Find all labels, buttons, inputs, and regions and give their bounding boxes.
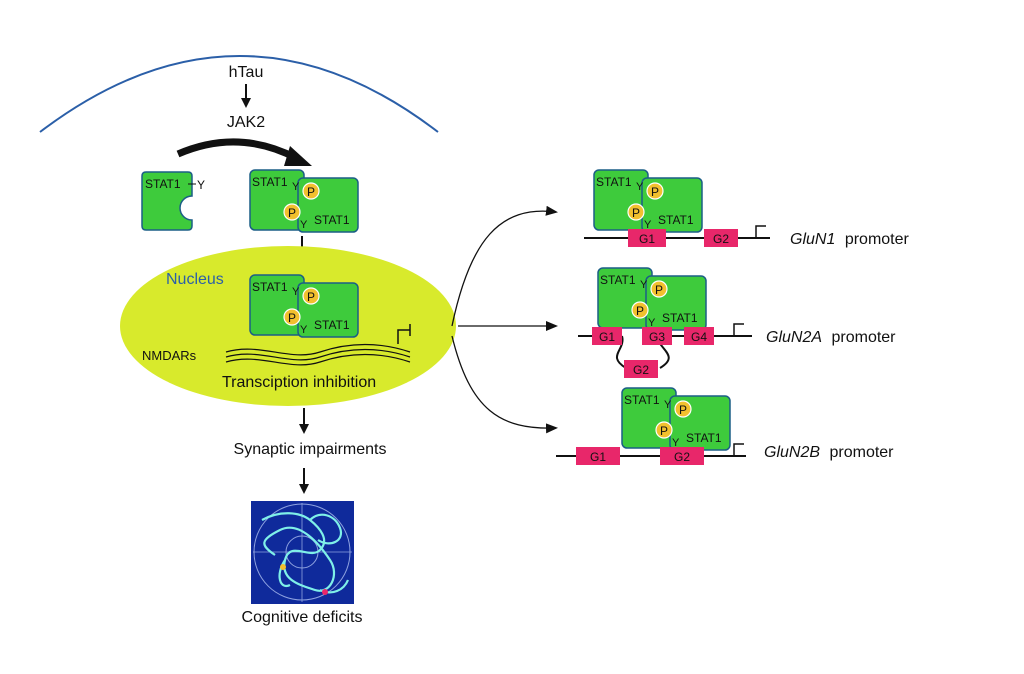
stat1-monomer-shape [141,171,193,231]
stat1-label: STAT1 [145,177,181,191]
swim-path [261,512,350,594]
binding-site-box [642,327,672,345]
stat1-dimer-cytoplasm: STAT1 STAT1 Y Y P P [249,169,359,233]
promoter-word: promoter [829,444,894,461]
tyrosine-label: Y [292,181,300,193]
phospho-circle [627,203,645,221]
stat1-label: STAT1 [314,213,350,227]
dna-strand [225,343,411,356]
promoter-label: GluN1 promoter [790,231,910,248]
platform-marker [280,564,286,570]
htau-label: hTau [229,64,264,81]
dna-strand [225,348,411,361]
phospho-circle [302,182,320,200]
phospho-circle [283,308,301,326]
phospho-label: P [655,283,663,297]
phospho-label: P [288,311,296,325]
binding-site-box [592,327,622,345]
binding-site-label: G1 [639,232,655,246]
nucleus-label: Nucleus [166,271,224,288]
binding-site-label: G3 [649,330,665,344]
phospho-label: P [660,424,668,438]
synaptic-impairments-label: Synaptic impairments [234,441,387,458]
cognitive-deficits-label: Cognitive deficits [242,609,363,626]
tyrosine-label: Y [672,437,680,449]
water-maze-trace-image [251,501,354,604]
cell-membrane [39,55,439,133]
binding-site-box [704,229,738,247]
promoter-gene-name: GluN1 [790,231,835,248]
phospho-circle [283,203,301,221]
phospho-circle [302,287,320,305]
tss-symbol [733,443,744,456]
stat1-monomer: STAT1 Y [141,171,205,231]
tyrosine-label: Y [197,178,205,192]
phospho-circle [650,280,668,298]
phospho-circle [631,301,649,319]
binding-site-box [576,447,620,465]
phospho-label: P [307,185,315,199]
binding-site-box [684,327,714,345]
transcription-block-symbol [397,324,411,344]
stat1-label: STAT1 [314,318,350,332]
arrow-to-gluN2B [451,335,558,434]
stat1-label: STAT1 [658,213,694,227]
promoter-gene-name: GluN2B [764,444,820,461]
promoter-label: GluN2A promoter [766,329,896,346]
phospho-label: P [632,206,640,220]
promoter-word: promoter [845,231,910,248]
phospho-circle [655,421,673,439]
stat1-label: STAT1 [252,175,288,189]
promoter-gene-name: GluN2A [766,329,822,346]
tyrosine-label: Y [292,286,300,298]
phospho-circle [674,400,692,418]
stat1-label: STAT1 [596,175,632,189]
phosphorylation-arrowhead [284,146,312,166]
tyrosine-label: Y [644,219,652,231]
binding-site-label: G1 [599,330,615,344]
stat1-label: STAT1 [686,431,722,445]
phosphorylation-arrow [176,138,298,162]
phospho-circle [646,182,664,200]
tyrosine-label: Y [636,181,644,193]
phospho-label: P [307,290,315,304]
phospho-label: P [288,206,296,220]
jak2-label: JAK2 [227,114,265,131]
stat1-label: STAT1 [600,273,636,287]
gluN2A-promoter: STAT1 STAT1 Y Y P P G1 G2 G3 G4 GluN2A p… [578,267,896,378]
gluN1-promoter: STAT1 STAT1 Y Y P P G1 G2 GluN1 promoter [584,169,910,248]
dna-strand [225,353,411,366]
stat1-label: STAT1 [252,280,288,294]
stat1-dimer-nucleus: STAT1 STAT1 Y Y P P [249,274,359,338]
binding-site-label: G4 [691,330,707,344]
promoter-word: promoter [831,329,896,346]
arrow-to-gluN1 [451,205,558,327]
stat1-label: STAT1 [662,311,698,325]
transcription-inhibition-label: Transciption inhibition [222,374,376,391]
binding-site-label: G1 [590,450,606,464]
gluN2B-promoter: STAT1 STAT1 Y Y P P G1 G2 GluN2B promote… [556,387,894,465]
stat1-label: STAT1 [624,393,660,407]
binding-site-label: G2 [713,232,729,246]
binding-site-box [628,229,666,247]
tyrosine-label: Y [300,324,308,336]
binding-site-label: G2 [674,450,690,464]
binding-site-box [624,360,658,378]
binding-site-label: G2 [633,363,649,377]
start-marker [322,589,328,595]
promoter-label: GluN2B promoter [764,444,894,461]
phospho-label: P [636,304,644,318]
phospho-label: P [679,403,687,417]
tyrosine-label: Y [664,399,672,411]
tyrosine-label: Y [648,317,656,329]
tyrosine-label: Y [640,279,648,291]
tss-symbol [733,323,744,336]
nmdars-label: NMDARs [142,348,197,363]
tyrosine-label: Y [300,219,308,231]
phospho-label: P [651,185,659,199]
binding-site-box [660,447,704,465]
tss-symbol [755,225,766,238]
